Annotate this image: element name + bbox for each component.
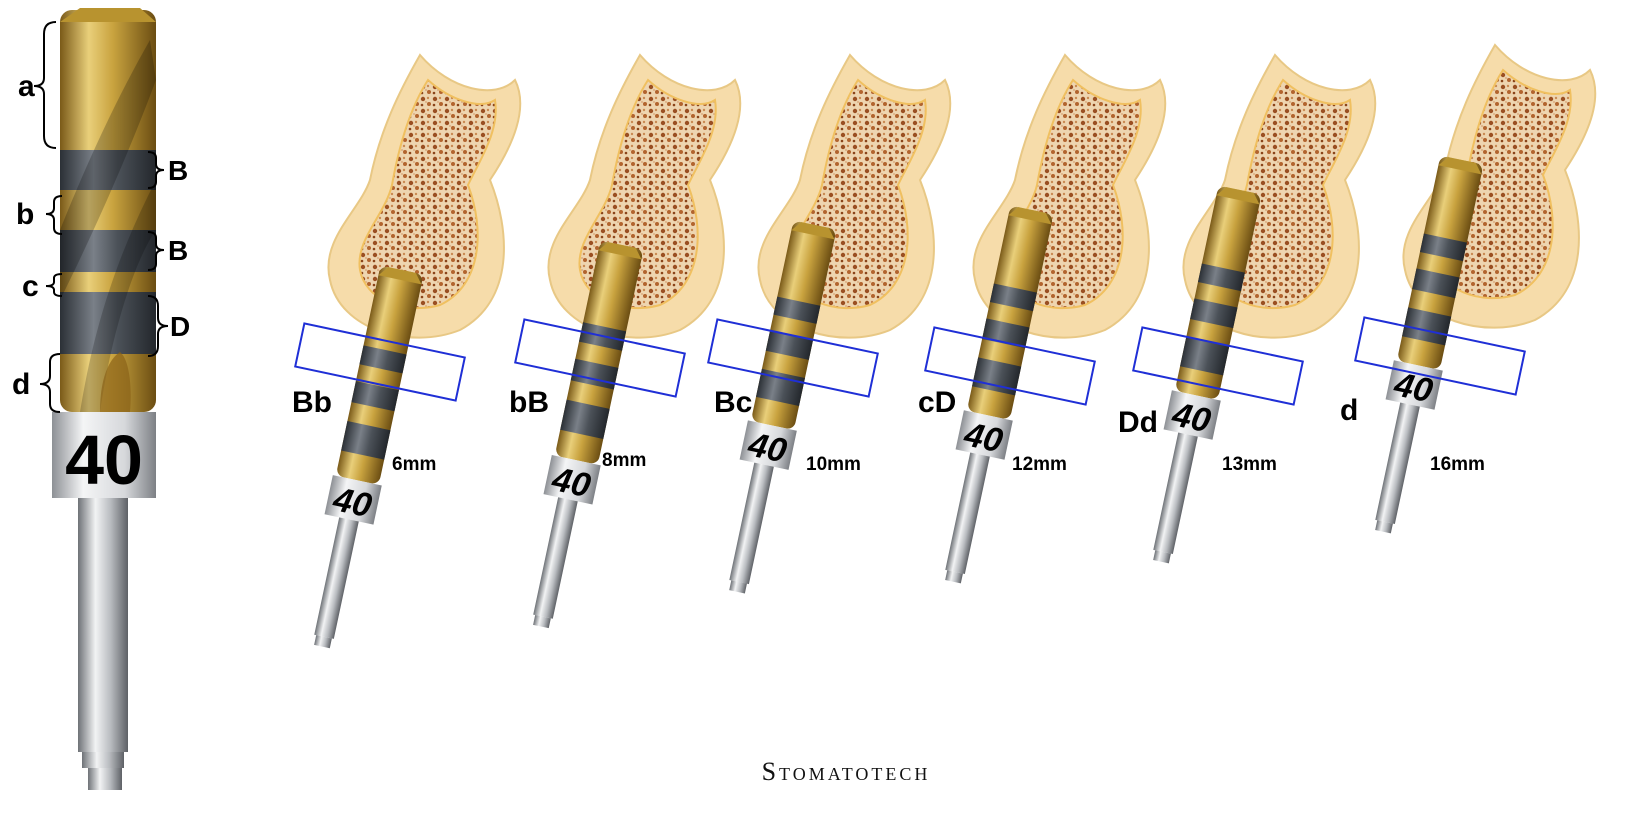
drill-shank [78, 498, 128, 752]
placement-code: d [1340, 394, 1358, 427]
drill-shank-notch [82, 752, 124, 768]
reference-drill-marking: 40 [65, 421, 143, 499]
placement-depth: 12mm [1012, 454, 1067, 475]
zone-label-D: D [170, 311, 190, 342]
zone-label-B-upper: B [168, 155, 188, 186]
drill-shank [945, 452, 990, 574]
zone-label-b: b [16, 198, 34, 231]
drill-marking: 40 [329, 480, 375, 525]
reference-drill: 40 [52, 8, 156, 790]
placement-code: bB [509, 386, 549, 419]
placement-depth: 6mm [392, 454, 436, 475]
placement-depth: 8mm [602, 450, 646, 471]
placement-3: 40 Bc 10mm [708, 55, 950, 597]
drill-shank [314, 517, 359, 639]
zone-label-a: a [18, 70, 35, 103]
zone-label-B-lower: B [168, 235, 188, 266]
zone-label-d: d [12, 368, 30, 401]
brand-wordmark: Stomatotech [762, 757, 931, 786]
drill-marking: 40 [1168, 395, 1214, 440]
drill-marking: 40 [744, 425, 790, 470]
placement-depth: 16mm [1430, 454, 1485, 475]
placement-2: 40 bB 8mm [509, 55, 740, 632]
placement-code: Bb [292, 386, 332, 419]
placement-depth: 13mm [1222, 454, 1277, 475]
placement-1: 40 Bb 6mm [292, 55, 520, 652]
drill-marking: 40 [548, 460, 594, 505]
drill-shank [729, 463, 774, 585]
placement-code: cD [918, 386, 956, 419]
drill-shank [533, 497, 578, 619]
drill-shank [1153, 432, 1198, 554]
placement-code: Dd [1118, 406, 1158, 439]
drill-shank [1375, 402, 1420, 524]
drill-shank-end [88, 768, 122, 790]
placement-code: Bc [714, 386, 752, 419]
drill-marking: 40 [960, 415, 1006, 460]
zone-label-c: c [22, 270, 39, 303]
reference-drill-flute [60, 10, 156, 412]
placement-depth: 10mm [806, 454, 861, 475]
